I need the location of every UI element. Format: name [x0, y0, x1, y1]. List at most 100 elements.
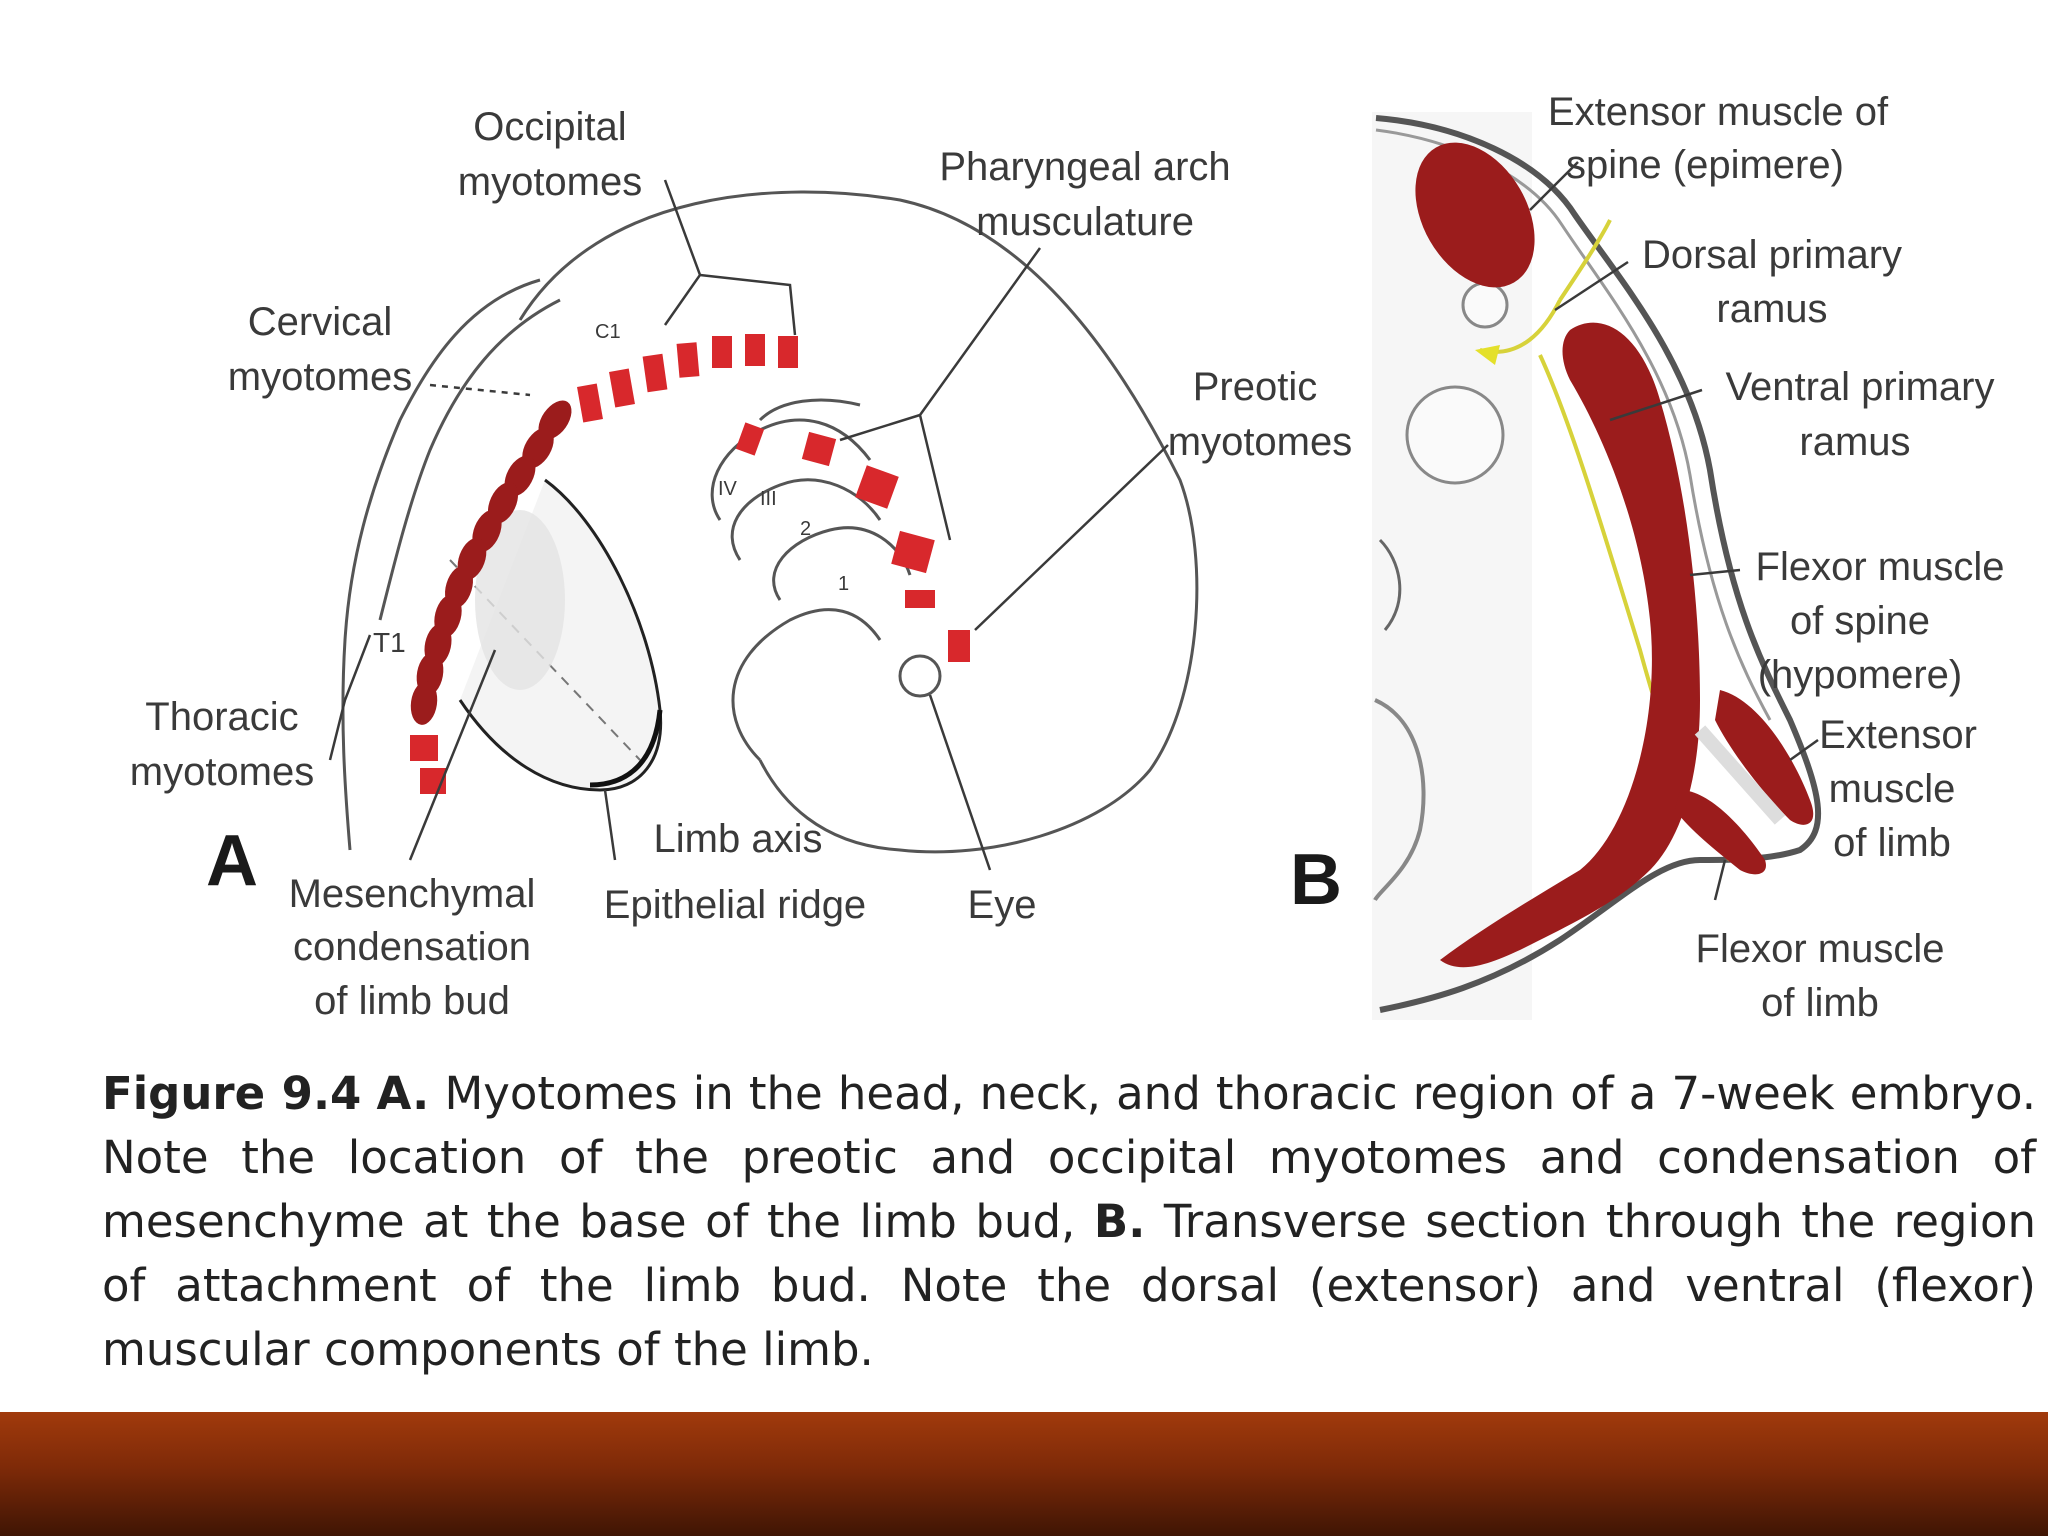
label-arch-iv: IV [718, 478, 738, 500]
label-pharyngeal-2: musculature [976, 200, 1194, 244]
caption-a-text: Myotomes in the head, neck, and thoracic… [102, 1067, 2037, 1248]
label-thoracic-1: Thoracic [145, 695, 298, 739]
label-mesenchymal-3: of limb bud [314, 979, 510, 1023]
flex-limb-leader [1713, 859, 1727, 901]
occipital-myotome [676, 342, 700, 378]
label-preotic-1: Preotic [1193, 365, 1318, 409]
ext-limb-leader [1789, 738, 1819, 762]
label-extensor-limb-1: Extensor [1819, 713, 1977, 757]
occipital-myotome [609, 368, 635, 408]
ext-spine-leader [1529, 161, 1579, 211]
body-outline [341, 278, 541, 851]
vertebral-body [1405, 385, 1505, 485]
spinal-ganglion [1475, 345, 1500, 365]
label-c1: C1 [595, 321, 621, 343]
label-extensor-spine-2: spine (epimere) [1566, 143, 1844, 187]
occipital-myotome [778, 336, 798, 368]
label-cervical-2: myotomes [228, 355, 413, 399]
limb-mesenchyme [1694, 725, 1786, 825]
occipital-myotome [577, 383, 603, 423]
panel-a-leader-lines [328, 179, 1169, 871]
extensor-spine-muscle [1415, 142, 1535, 288]
gut-outline [1378, 538, 1402, 631]
label-t1: T1 [373, 627, 406, 658]
panel-b-section [1372, 112, 1822, 1020]
label-ventral-ramus-2: ramus [1799, 420, 1910, 464]
label-mesenchymal-1: Mesenchymal [289, 872, 536, 916]
ventral-leader [1609, 388, 1703, 422]
occipital-myotome [712, 336, 732, 368]
epithelial-ridge-line [589, 709, 663, 788]
dorsal-leader [1554, 260, 1629, 312]
label-eye: Eye [968, 883, 1037, 927]
panel-a-letter: A [206, 821, 258, 901]
eye-leader [928, 694, 992, 871]
mesenchymal-condensation [475, 510, 565, 690]
epithelial-leader [603, 789, 617, 861]
label-flexor-spine-1: Flexor muscle [1756, 545, 2005, 589]
body-wall-outline [1375, 115, 1822, 1013]
label-dorsal-ramus-1: Dorsal primary [1642, 233, 1902, 277]
panel-a-labels: Occipital myotomes Pharyngeal arch muscu… [130, 105, 1353, 1023]
occipital-myotomes [577, 334, 798, 423]
pharyngeal-muscle [735, 422, 765, 456]
label-ventral-ramus-1: Ventral primary [1726, 365, 1995, 409]
label-extensor-limb-2: muscle [1829, 767, 1956, 811]
label-pharyngeal-1: Pharyngeal arch [939, 145, 1230, 189]
arch-top-outline [758, 398, 861, 422]
occipital-myotome [745, 334, 765, 366]
label-thoracic-2: myotomes [130, 750, 315, 794]
pharyngeal-muscle [801, 431, 837, 467]
label-cervical-1: Cervical [248, 300, 392, 344]
panel-b-labels: Extensor muscle of spine (epimere) Dorsa… [1290, 90, 2004, 1025]
caption-b-label: B. [1093, 1195, 1146, 1248]
label-extensor-spine-1: Extensor muscle of [1548, 90, 1889, 134]
flexor-limb-muscle [1675, 790, 1766, 875]
thoracic-leader [328, 634, 372, 761]
caption-a-label: A. [376, 1067, 430, 1120]
label-mesenchymal-2: condensation [293, 925, 531, 969]
mesenchymal-leader [408, 649, 497, 861]
pharyngeal-muscle [891, 530, 935, 574]
label-dorsal-ramus-2: ramus [1716, 287, 1827, 331]
preotic-leader [974, 444, 1169, 631]
pharyngeal-muscles [735, 422, 970, 662]
head-outline [518, 190, 1199, 854]
pharyngeal-muscle [855, 465, 899, 509]
arch-contour [731, 608, 882, 762]
label-occipital-2: myotomes [458, 160, 643, 204]
body-inner-outline [378, 298, 561, 621]
myotome-chain [410, 400, 572, 794]
occipital-myotome [642, 353, 668, 393]
label-occipital-1: Occipital [473, 105, 626, 149]
label-extensor-limb-3: of limb [1833, 821, 1951, 865]
spinal-cord [1461, 281, 1509, 329]
pharyngeal-muscle [905, 590, 935, 608]
pharyngeal-leader [839, 247, 1042, 541]
label-flexor-limb-1: Flexor muscle [1696, 927, 1945, 971]
thoracic-myotome [410, 681, 438, 725]
slide-footer-bar [0, 1412, 2048, 1536]
caption-b-text: Transverse section through the region of… [102, 1195, 2037, 1376]
panel-a-embryo [341, 190, 1199, 854]
arch-ii-outline [710, 418, 872, 521]
preotic-myotome [948, 630, 970, 662]
flexor-spine-muscle [1440, 322, 1700, 968]
flex-spine-leader [1689, 568, 1741, 577]
extensor-limb-muscle [1715, 690, 1814, 825]
panel-b-letter: B [1290, 840, 1342, 920]
eye-circle [898, 654, 942, 698]
occipital-leader [663, 179, 797, 336]
figure-caption: Figure 9.4 A. Myotomes in the head, neck… [102, 1062, 2036, 1382]
label-flexor-spine-2: of spine [1790, 599, 1930, 643]
label-flexor-limb-2: of limb [1761, 981, 1879, 1025]
label-flexor-spine-3: (hypomere) [1758, 653, 1963, 697]
label-arch-1: 1 [838, 573, 849, 595]
thoracic-myotome [410, 735, 438, 761]
gut-wall [1373, 698, 1426, 902]
caption-figure-label: Figure 9.4 [102, 1067, 362, 1120]
cervical-leader [429, 383, 531, 397]
label-epithelial-ridge: Epithelial ridge [604, 883, 866, 927]
panel-b-leader-lines [1529, 161, 1819, 901]
